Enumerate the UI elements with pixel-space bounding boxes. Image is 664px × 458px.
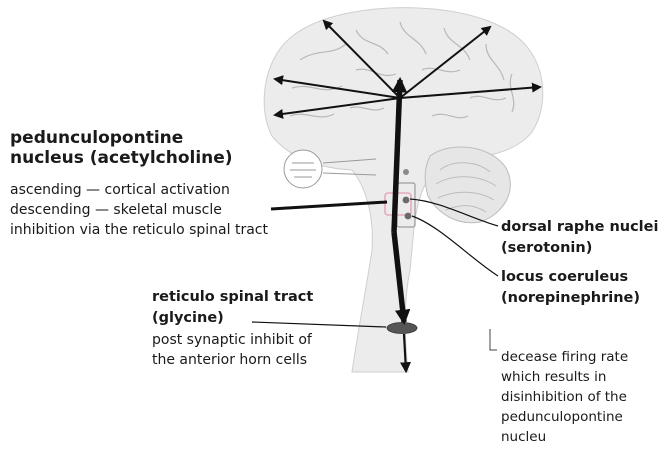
- locus-coeruleus-title-line: (norepinephrine): [501, 288, 640, 309]
- locus-coeruleus-note-line: pedunculopontine: [501, 407, 628, 427]
- reticulo-spinal-description: post synaptic inhibit of the anterior ho…: [152, 330, 312, 370]
- locus-coeruleus-note-line: nucleu: [501, 427, 628, 447]
- midbrain-marker: [403, 169, 409, 175]
- pedunculopontine-desc-line: ascending — cortical activation: [10, 180, 268, 200]
- inset-neuron-cluster: [284, 150, 322, 188]
- dorsal-raphe-title-line: dorsal raphe nuclei: [501, 217, 658, 238]
- pedunculopontine-desc-line: descending — skeletal muscle: [10, 200, 268, 220]
- locus-coeruleus-note-line: which results in: [501, 367, 628, 387]
- cerebellum: [425, 147, 510, 223]
- pedunculopontine-title-line: pedunculopontine: [10, 128, 233, 148]
- pedunculopontine-desc-line: inhibition via the reticulo spinal tract: [10, 220, 268, 240]
- locus-coeruleus-note: decease firing rate which results in dis…: [501, 347, 628, 447]
- pedunculopontine-title-line: nucleus (acetylcholine): [10, 148, 233, 168]
- firing-rate-bracket: [490, 329, 497, 350]
- pedunculopontine-description: ascending — cortical activation descendi…: [10, 180, 268, 240]
- locus-coeruleus-note-line: decease firing rate: [501, 347, 628, 367]
- reticulo-spinal-desc-line: the anterior horn cells: [152, 350, 312, 370]
- pedunculopontine-title: pedunculopontine nucleus (acetylcholine): [10, 128, 233, 168]
- reticulo-spinal-title: reticulo spinal tract (glycine): [152, 287, 313, 329]
- locus-coeruleus-marker: [405, 213, 412, 220]
- dorsal-raphe-title-line: (serotonin): [501, 238, 658, 259]
- reticulo-spinal-title-line: reticulo spinal tract: [152, 287, 313, 308]
- locus-coeruleus-title: locus coeruleus (norepinephrine): [501, 267, 640, 309]
- dorsal-raphe-marker: [403, 197, 410, 204]
- dorsal-raphe-title: dorsal raphe nuclei (serotonin): [501, 217, 658, 259]
- reticulo-spinal-desc-line: post synaptic inhibit of: [152, 330, 312, 350]
- locus-coeruleus-title-line: locus coeruleus: [501, 267, 640, 288]
- locus-coeruleus-note-line: disinhibition of the: [501, 387, 628, 407]
- glycine-synapse-oval: [387, 323, 417, 334]
- reticulo-spinal-title-line: (glycine): [152, 308, 313, 329]
- locus-coeruleus-leader: [412, 216, 498, 276]
